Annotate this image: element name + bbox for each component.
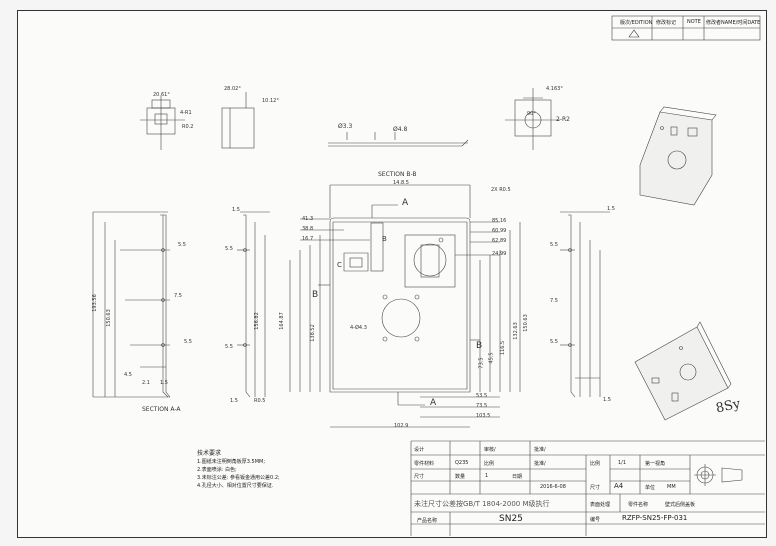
dim-bottom-2: 73.5	[476, 403, 488, 409]
revision-edition-header: 版次/EDITION	[620, 20, 653, 26]
dim-right-height-5: 150.63	[522, 314, 529, 332]
dim-right-side-2: 7.5	[550, 298, 558, 304]
dim-sideA-1: 5.5	[178, 242, 186, 248]
dim-left-3: 16.7	[302, 236, 314, 242]
tb-scale-label: 比例	[590, 461, 601, 467]
dim-right-1: 85.16	[492, 218, 507, 224]
dim-left-1: 41.3	[302, 216, 314, 222]
dim-diameter-1: Ø3.3	[338, 123, 353, 130]
section-a-top-marker: A	[402, 198, 409, 208]
dim-plate-width: 14.8.5	[393, 180, 409, 186]
tb-unit: MM	[667, 484, 676, 490]
dim-plate-height-1: 164.87	[278, 312, 285, 330]
dim-corner-radius: 2X R0.5	[491, 187, 511, 193]
tb-approve-label-2: 批准/	[534, 461, 546, 467]
dim-angle-3: 10.12°	[262, 98, 279, 104]
notes-title: 技术要求	[197, 450, 222, 457]
dim-hole-pattern: 4-Ø4.3	[350, 325, 367, 331]
tb-view-label: 第一视角	[645, 461, 666, 467]
section-b-left-marker: B	[312, 290, 319, 300]
tb-design-label: 设计	[414, 447, 425, 453]
dim-right-height-2: 45.5	[488, 352, 495, 364]
dim-radius-2: R0.2	[182, 124, 194, 130]
tb-part-name-label: 零件名称	[628, 502, 649, 508]
dim-angle-1: 20.61°	[153, 92, 170, 98]
section-aa-label: SECTION A-A	[142, 406, 181, 413]
tb-product-label: 产品名称	[417, 518, 438, 524]
tb-approve-label: 批准/	[534, 447, 546, 453]
revision-note-header: NOTE	[687, 19, 701, 25]
tb-check-label: 审核/	[484, 447, 496, 453]
note-3: 3.未标注公差: 参看钣金通用公差0.2;	[197, 475, 280, 481]
dim-right-2: 60.99	[492, 228, 507, 234]
revision-date-header: 修改者NAME/时间DATE	[706, 20, 761, 26]
tb-part-name: 壁式后侧盖板	[665, 502, 696, 508]
dim-mid-top: 1.5	[232, 207, 240, 213]
tb-surface-label: 表面处理	[590, 502, 611, 508]
dim-sideA-3: 5.5	[184, 339, 192, 345]
section-b-right-marker: B	[476, 341, 483, 351]
tb-date-label: 日期	[512, 474, 523, 480]
detail-c-marker: C	[337, 261, 342, 269]
revision-mark-header: 修改标记	[656, 20, 677, 26]
note-2: 2.表面喷涂: 白色;	[197, 467, 237, 473]
dim-sideA-4: 4.5	[124, 372, 132, 378]
dim-bottom-1: 53.5	[476, 393, 488, 399]
dim-mid-2: 5.5	[225, 344, 233, 350]
dim-right-height-3: 116.5	[500, 340, 507, 356]
technical-notes: 技术要求 1.图纸未注明倒角板厚3.5MM; 2.表面喷涂: 白色; 3.未标注…	[197, 450, 280, 490]
dim-plate-height-2: 138.52	[309, 324, 316, 342]
tb-product: SN25	[499, 514, 523, 524]
dim-right-height-4: 132.63	[512, 322, 519, 340]
dim-sideA-2: 7.5	[174, 293, 182, 299]
tb-quantity-label: 数量	[455, 474, 466, 480]
dim-sideA-6: 1.5	[160, 380, 168, 386]
drawing-frame	[17, 10, 767, 538]
tb-tolerance-note: 未注尺寸公差按GB/T 1804-2000 M级执行	[414, 500, 550, 508]
tb-dimension-label: 尺寸	[414, 474, 425, 480]
tb-scale: 1/1	[618, 460, 627, 466]
section-a-bottom-marker: A	[430, 398, 437, 408]
section-bb-label: SECTION B-B	[378, 171, 417, 178]
dim-right-side-3: 5.5	[550, 339, 558, 345]
dim-right-side-top: 1.5	[607, 206, 615, 212]
dim-bottom-4: 102.9	[394, 423, 409, 429]
dim-right-height-1: 73.5	[478, 357, 485, 369]
tb-quantity: 1	[485, 473, 489, 479]
tb-size-label: 尺寸	[590, 485, 601, 491]
dim-radius-1: 4-R1	[180, 110, 192, 116]
handwritten-mark: 8Sy	[714, 396, 742, 417]
detail-b-marker: B	[382, 235, 387, 243]
note-4: 4.孔径大小、相对位置尺寸要保证.	[197, 483, 274, 489]
dim-right-4: 24.99	[492, 251, 507, 257]
tb-unit-label: 单位	[645, 485, 656, 491]
dim-mid-height: 156.82	[253, 312, 260, 330]
dim-right-side-bottom: 1.5	[603, 397, 611, 403]
dim-sideA-height-2: 150.63	[105, 309, 112, 327]
dim-mid-radius: R0.5	[254, 398, 266, 404]
dim-radius-3: 2-R2	[556, 116, 570, 123]
dim-sideA-height: 193.56	[91, 294, 98, 312]
tb-ratio-label: 比例	[484, 461, 495, 467]
tb-drawing-no: RZFP-SN25-FP-031	[622, 514, 688, 522]
note-1: 1.图纸未注明倒角板厚3.5MM;	[197, 459, 266, 465]
tb-drawing-no-label: 编号	[590, 517, 601, 523]
dim-mid-bottom: 1.5	[230, 398, 238, 404]
dim-mid-1: 5.5	[225, 246, 233, 252]
tb-size: A4	[614, 482, 624, 490]
dim-angle-2: 28.02°	[224, 86, 241, 92]
dim-right-side-1: 5.5	[550, 242, 558, 248]
dim-diameter-2: Ø4.8	[393, 126, 408, 133]
dim-sideA-5: 2.1	[142, 380, 150, 386]
dim-left-2: 38.8	[302, 226, 314, 232]
tb-date: 2016-6-08	[540, 484, 566, 490]
tb-material: Q235	[455, 460, 469, 466]
tb-material-label: 零件材料	[414, 461, 435, 467]
dim-right-3: 62.89	[492, 238, 507, 244]
dim-angle-4: 4.163°	[546, 86, 563, 92]
dim-angle-5: 90°	[527, 111, 536, 117]
dim-bottom-3: 103.5	[476, 413, 491, 419]
